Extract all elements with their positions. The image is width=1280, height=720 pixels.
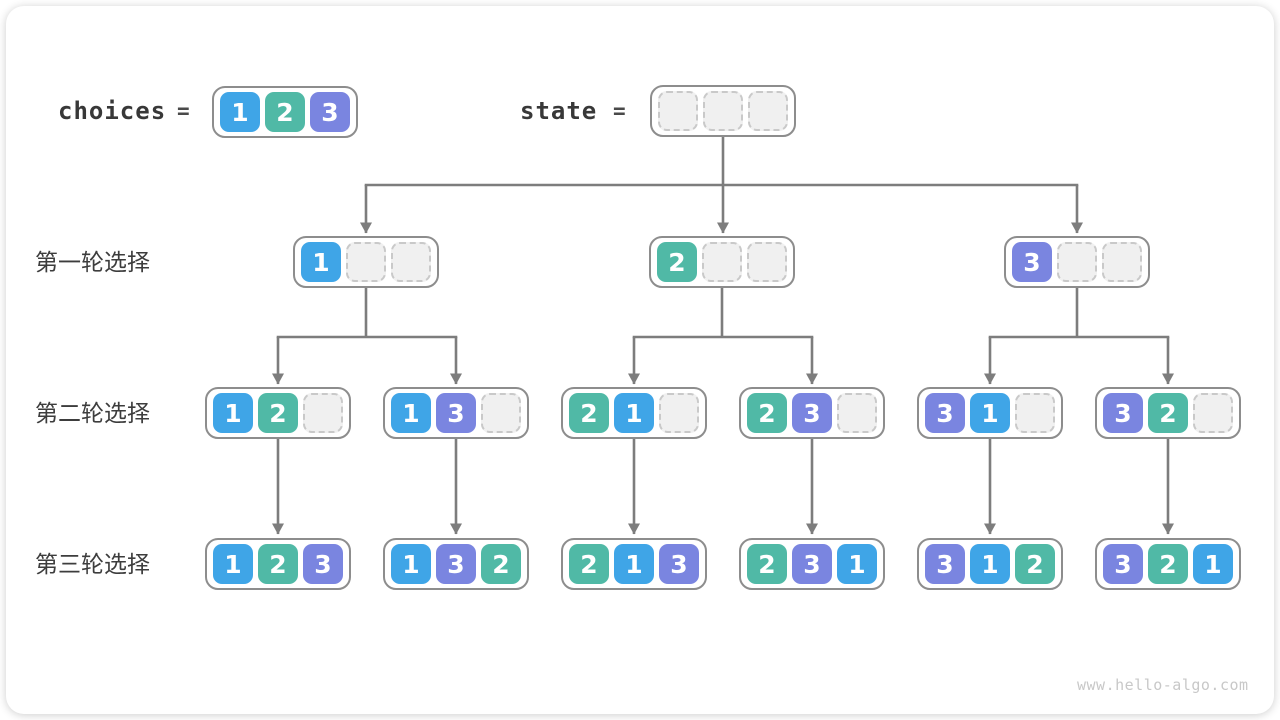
cell-2: 2 bbox=[747, 544, 787, 584]
node-2__: 2 bbox=[649, 236, 795, 288]
cell-empty bbox=[481, 393, 521, 433]
cell-empty bbox=[1193, 393, 1233, 433]
choices-label: choices bbox=[58, 97, 167, 125]
cell-3: 3 bbox=[925, 393, 965, 433]
cell-empty bbox=[748, 91, 788, 131]
cell-empty bbox=[346, 242, 386, 282]
cell-1: 1 bbox=[970, 544, 1010, 584]
cell-2: 2 bbox=[569, 393, 609, 433]
cell-2: 2 bbox=[265, 92, 305, 132]
cell-3: 3 bbox=[1012, 242, 1052, 282]
cell-3: 3 bbox=[925, 544, 965, 584]
cell-1: 1 bbox=[220, 92, 260, 132]
cell-1: 1 bbox=[301, 242, 341, 282]
cell-3: 3 bbox=[1103, 393, 1143, 433]
cell-3: 3 bbox=[659, 544, 699, 584]
cell-3: 3 bbox=[310, 92, 350, 132]
cell-3: 3 bbox=[792, 544, 832, 584]
cell-1: 1 bbox=[614, 393, 654, 433]
cell-3: 3 bbox=[792, 393, 832, 433]
cell-3: 3 bbox=[436, 544, 476, 584]
cell-1: 1 bbox=[970, 393, 1010, 433]
card-background bbox=[6, 6, 1274, 714]
cell-empty bbox=[658, 91, 698, 131]
state-label: state bbox=[520, 97, 598, 125]
cell-empty bbox=[659, 393, 699, 433]
cell-empty bbox=[1057, 242, 1097, 282]
cell-empty bbox=[1015, 393, 1055, 433]
cell-2: 2 bbox=[258, 393, 298, 433]
cell-2: 2 bbox=[569, 544, 609, 584]
choices-equals-sign: = bbox=[177, 99, 190, 123]
cell-2: 2 bbox=[747, 393, 787, 433]
round-label-3: 第三轮选择 bbox=[35, 551, 150, 577]
cell-3: 3 bbox=[1103, 544, 1143, 584]
cell-empty bbox=[391, 242, 431, 282]
cell-3: 3 bbox=[436, 393, 476, 433]
cell-1: 1 bbox=[391, 393, 431, 433]
cell-2: 2 bbox=[1148, 393, 1188, 433]
cell-empty bbox=[1102, 242, 1142, 282]
cell-1: 1 bbox=[213, 393, 253, 433]
state-equals-sign: = bbox=[613, 99, 626, 123]
node-1__: 1 bbox=[293, 236, 439, 288]
round-label-2: 第二轮选择 bbox=[35, 400, 150, 426]
cell-1: 1 bbox=[1193, 544, 1233, 584]
cell-1: 1 bbox=[837, 544, 877, 584]
cell-1: 1 bbox=[614, 544, 654, 584]
cell-1: 1 bbox=[213, 544, 253, 584]
cell-empty bbox=[303, 393, 343, 433]
cell-empty bbox=[747, 242, 787, 282]
cell-empty bbox=[703, 91, 743, 131]
state-array bbox=[650, 85, 796, 137]
cell-2: 2 bbox=[657, 242, 697, 282]
node-3__: 3 bbox=[1004, 236, 1150, 288]
round-label-1: 第一轮选择 bbox=[35, 249, 150, 275]
watermark: www.hello-algo.com bbox=[1077, 676, 1249, 694]
cell-2: 2 bbox=[258, 544, 298, 584]
cell-1: 1 bbox=[391, 544, 431, 584]
cell-2: 2 bbox=[1148, 544, 1188, 584]
cell-2: 2 bbox=[481, 544, 521, 584]
cell-2: 2 bbox=[1015, 544, 1055, 584]
cell-empty bbox=[837, 393, 877, 433]
cell-empty bbox=[702, 242, 742, 282]
cell-3: 3 bbox=[303, 544, 343, 584]
